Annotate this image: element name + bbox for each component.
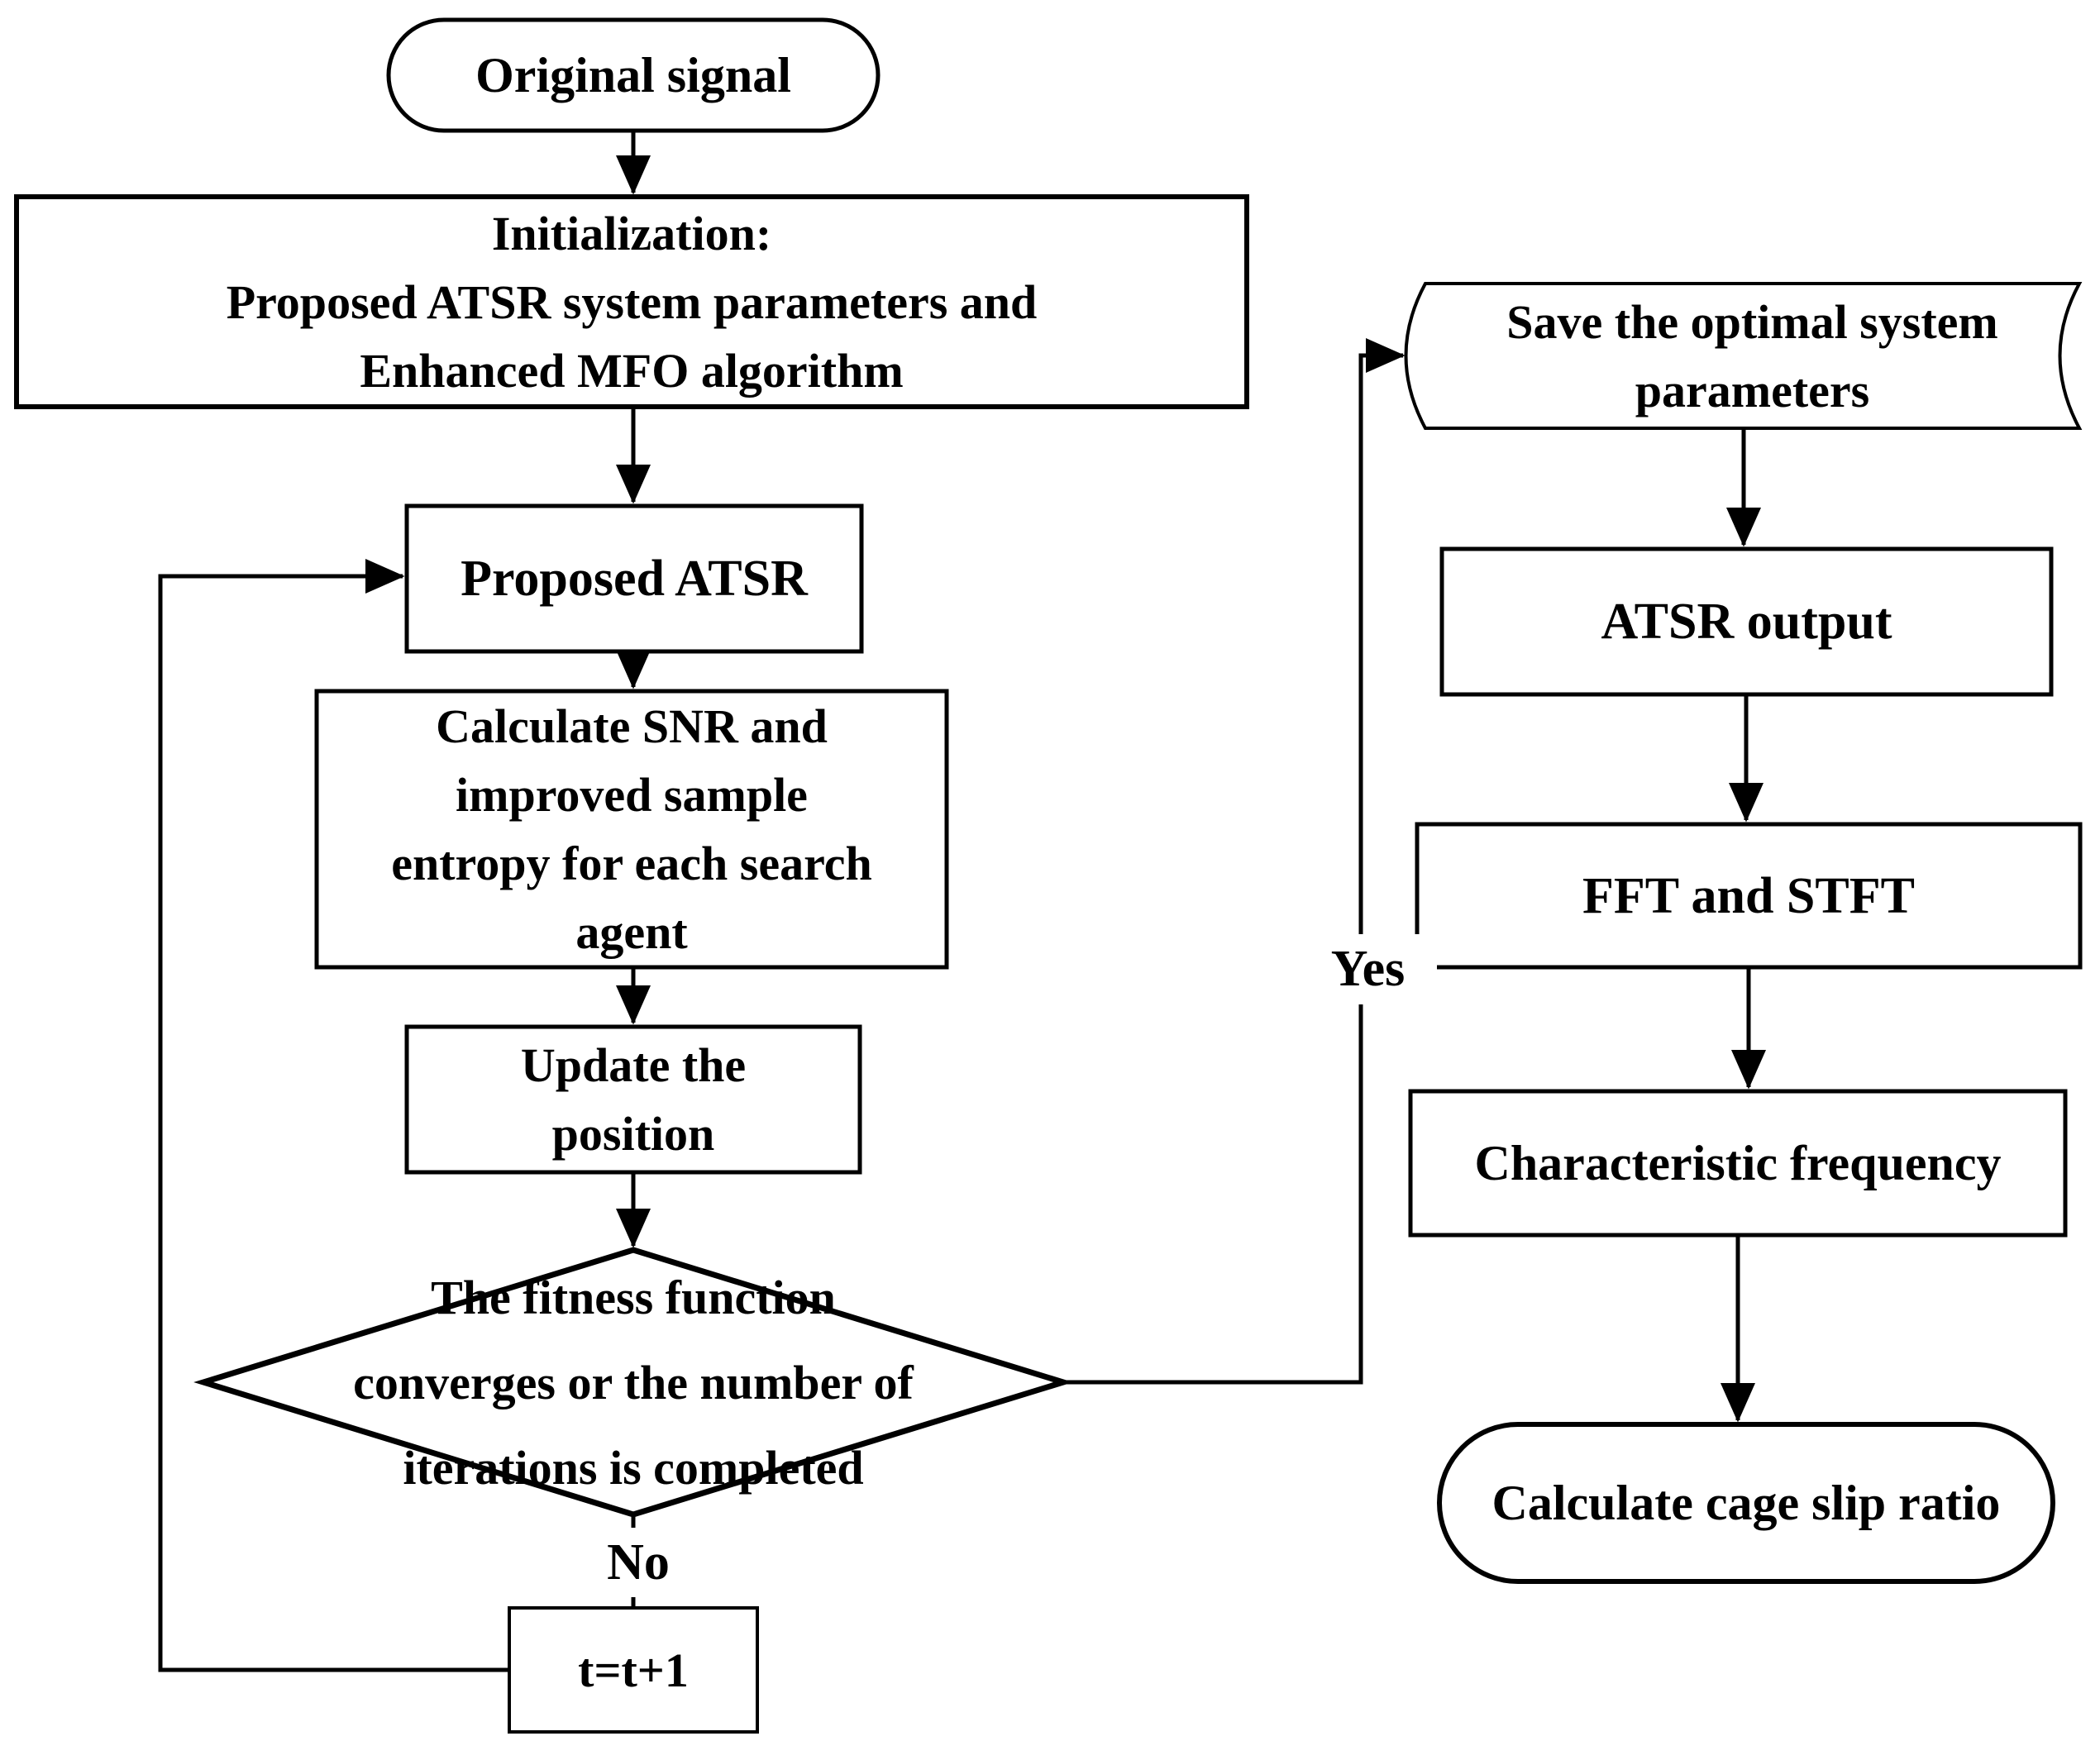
node-calculate-snr-line4: agent — [575, 905, 688, 959]
node-update-position-line2: position — [551, 1107, 715, 1161]
characteristic-frequency-shape — [1408, 1089, 2068, 1238]
no-branch-label: No — [571, 1528, 705, 1597]
node-characteristic-frequency: Characteristic frequency — [1410, 1091, 2065, 1235]
node-increment-iteration: t=t+1 — [509, 1608, 757, 1732]
atsr-output-shape — [1439, 546, 2054, 697]
node-fitness-decision-line3: iterations is completed — [403, 1440, 864, 1495]
node-fitness-decision-line2: converges or the number of — [353, 1355, 914, 1409]
node-fitness-decision: The fitness function converges or the nu… — [220, 1250, 1047, 1514]
node-fitness-decision-line1: The fitness function — [431, 1270, 836, 1324]
increment-iteration-shape — [508, 1606, 759, 1734]
node-initialization-line3: Enhanced MFO algorithm — [360, 343, 904, 398]
fft-stft-shape — [1415, 822, 2083, 970]
original-signal-shape — [386, 17, 881, 133]
node-update-position: Update the position — [407, 1027, 860, 1172]
node-save-parameters: Save the optimal system parameters — [1425, 284, 2079, 428]
node-initialization-line2: Proposed ATSR system parameters and — [226, 274, 1038, 329]
node-characteristic-frequency-label: Characteristic frequency — [1474, 1136, 2002, 1190]
node-calculate-snr: Calculate SNR and improved sample entrop… — [317, 691, 947, 967]
node-proposed-atsr-label: Proposed ATSR — [461, 551, 808, 607]
edge-loop-back-to-atsr — [158, 559, 509, 1672]
node-atsr-output: ATSR output — [1442, 549, 2051, 694]
node-initialization-line1: Initialization: — [491, 206, 772, 260]
node-calculate-snr-line2: improved sample — [456, 768, 808, 822]
node-fft-stft-label: FFT and STFT — [1582, 867, 1915, 924]
cage-slip-ratio-shape — [1437, 1422, 2055, 1584]
proposed-atsr-shape — [404, 503, 864, 654]
node-save-parameters-line2: parameters — [1635, 363, 1870, 417]
node-original-signal: Original signal — [389, 20, 878, 131]
node-atsr-output-label: ATSR output — [1601, 594, 1892, 650]
initialization-shape — [14, 194, 1249, 409]
node-calculate-snr-line3: entropy for each search — [391, 837, 872, 890]
node-cage-slip-ratio-label: Calculate cage slip ratio — [1491, 1476, 2001, 1530]
node-cage-slip-ratio: Calculate cage slip ratio — [1439, 1424, 2053, 1581]
node-calculate-snr-line1: Calculate SNR and — [436, 699, 828, 753]
node-update-position-line1: Update the — [520, 1038, 747, 1092]
save-parameters-stored-data-shape — [1404, 282, 2083, 430]
node-fft-stft: FFT and STFT — [1417, 824, 2080, 967]
update-position-shape — [404, 1024, 862, 1175]
calculate-snr-shape — [314, 689, 949, 970]
node-proposed-atsr: Proposed ATSR — [407, 506, 861, 651]
yes-branch-label: Yes — [1299, 934, 1437, 1004]
fitness-decision-diamond — [193, 1247, 1073, 1518]
node-initialization: Initialization: Proposed ATSR system par… — [17, 197, 1247, 407]
node-save-parameters-line1: Save the optimal system — [1506, 294, 1998, 349]
node-original-signal-label: Original signal — [475, 48, 791, 103]
node-increment-iteration-label: t=t+1 — [578, 1643, 689, 1697]
edge-yes-to-save — [1063, 338, 1406, 1385]
